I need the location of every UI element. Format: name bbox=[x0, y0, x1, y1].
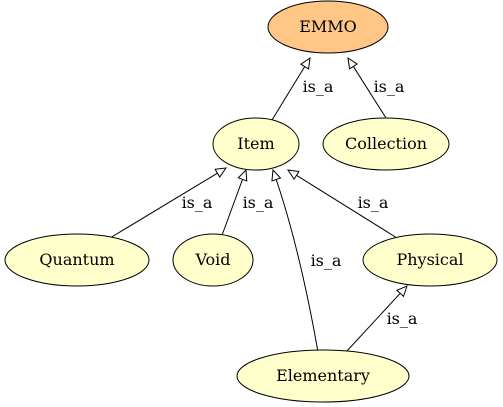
edge-item-to-emmo: is_a bbox=[271, 56, 334, 121]
arrowhead-icon bbox=[347, 56, 359, 70]
edge-elementary-to-item: is_a bbox=[271, 168, 342, 353]
node-label: Collection bbox=[345, 134, 427, 153]
node-ellipse bbox=[267, 0, 389, 54]
node-ellipse bbox=[322, 117, 450, 171]
edge-line bbox=[345, 293, 401, 353]
node-ellipse bbox=[236, 349, 410, 403]
node-label: Physical bbox=[396, 250, 463, 269]
arrowhead-icon bbox=[300, 56, 311, 70]
edge-line bbox=[220, 179, 244, 239]
arrowhead-icon bbox=[396, 285, 408, 298]
edge-line bbox=[275, 179, 319, 353]
arrowhead-icon bbox=[271, 168, 282, 182]
edges-layer: is_a is_a is_a is_a is_a is_a is_a bbox=[109, 56, 418, 353]
edge-elementary-to-physical: is_a bbox=[345, 285, 418, 353]
arrowhead-icon bbox=[237, 168, 248, 182]
node-physical[interactable]: Physical bbox=[362, 233, 498, 287]
edge-label: is_a bbox=[374, 77, 405, 96]
node-label: Elementary bbox=[276, 366, 370, 385]
node-label: EMMO bbox=[299, 17, 357, 36]
edge-void-to-item: is_a bbox=[220, 168, 274, 239]
node-label: Void bbox=[194, 250, 230, 269]
node-ellipse bbox=[212, 117, 300, 171]
node-collection[interactable]: Collection bbox=[322, 117, 450, 171]
node-void[interactable]: Void bbox=[172, 233, 254, 287]
edge-physical-to-item: is_a bbox=[286, 169, 398, 239]
edge-line bbox=[109, 172, 218, 239]
node-label: Quantum bbox=[39, 250, 114, 269]
edge-line bbox=[296, 174, 398, 239]
edge-label: is_a bbox=[311, 251, 342, 270]
node-quantum[interactable]: Quantum bbox=[4, 233, 150, 287]
edge-label: is_a bbox=[243, 193, 274, 212]
edge-quantum-to-item: is_a bbox=[109, 167, 228, 239]
edge-label: is_a bbox=[303, 77, 334, 96]
edge-label: is_a bbox=[387, 309, 418, 328]
edge-line bbox=[271, 66, 306, 121]
node-elementary[interactable]: Elementary bbox=[236, 349, 410, 403]
node-ellipse bbox=[172, 233, 254, 287]
node-ellipse bbox=[362, 233, 498, 287]
node-item[interactable]: Item bbox=[212, 117, 300, 171]
arrowhead-icon bbox=[214, 167, 228, 178]
edge-label: is_a bbox=[358, 193, 389, 212]
node-emmo[interactable]: EMMO bbox=[267, 0, 389, 54]
node-ellipse bbox=[4, 233, 150, 287]
edge-label: is_a bbox=[182, 193, 213, 212]
arrowhead-icon bbox=[286, 169, 300, 181]
edge-line bbox=[352, 66, 387, 119]
edge-collection-to-emmo: is_a bbox=[347, 56, 405, 119]
node-label: Item bbox=[237, 134, 274, 153]
